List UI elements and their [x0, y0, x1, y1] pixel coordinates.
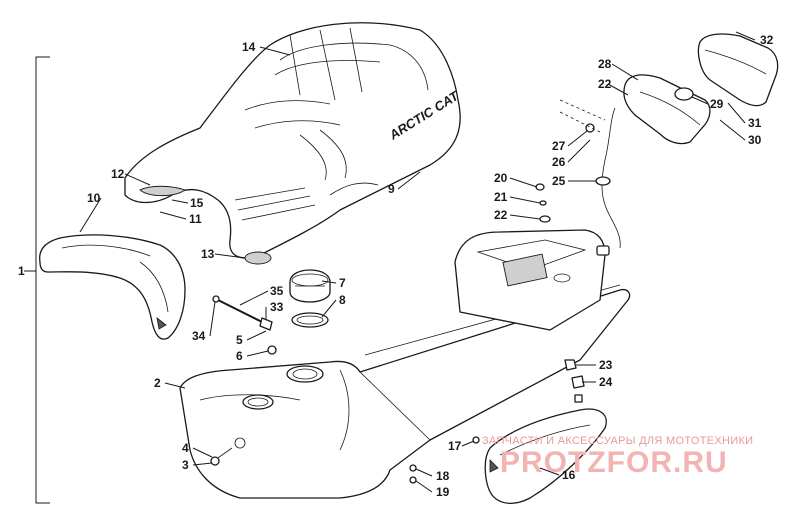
watermark-site: PROTZFOR.RU — [500, 446, 728, 479]
callout-13: 13 — [201, 247, 215, 261]
callout-22a: 22 — [494, 208, 508, 222]
seat-rear-cover-part — [39, 234, 186, 340]
callout-3: 3 — [182, 458, 189, 472]
assembly-bracket — [24, 56, 50, 504]
callout-26: 26 — [552, 155, 566, 169]
callout-29: 29 — [710, 97, 724, 111]
gasket-part — [291, 312, 329, 328]
hardware-rod-clip — [210, 295, 277, 466]
callout-27: 27 — [552, 139, 566, 153]
storage-box-part — [454, 229, 606, 331]
callout-28: 28 — [598, 57, 612, 71]
callout-22b: 22 — [598, 77, 612, 91]
callout-24: 24 — [599, 375, 613, 389]
callout-33: 33 — [270, 300, 284, 314]
callout-labels: 1 2 3 4 5 6 7 8 9 10 11 12 13 14 15 16 1… — [18, 33, 774, 499]
seat-part: ARCTIC CAT — [124, 22, 462, 265]
callout-23: 23 — [599, 358, 613, 372]
callout-2: 2 — [154, 376, 161, 390]
callout-14: 14 — [242, 40, 256, 54]
callout-35: 35 — [270, 284, 284, 298]
callout-5: 5 — [236, 333, 243, 347]
leader-lines — [79, 31, 756, 493]
callout-15: 15 — [190, 196, 204, 210]
callout-4: 4 — [182, 441, 189, 455]
callout-12: 12 — [111, 167, 125, 181]
taillight-assembly-part — [559, 33, 779, 256]
gas-cap-part — [289, 269, 331, 303]
callout-34: 34 — [192, 329, 206, 343]
callout-6: 6 — [236, 349, 243, 363]
watermark-caption: ЗАПЧАСТИ И АКСЕССУАРЫ ДЛЯ МОТОТЕХНИКИ — [482, 435, 753, 447]
callout-21: 21 — [494, 190, 508, 204]
callout-8: 8 — [339, 293, 346, 307]
callout-25: 25 — [552, 174, 566, 188]
callout-11: 11 — [189, 212, 202, 226]
callout-20: 20 — [494, 171, 508, 185]
gas-tank-part — [179, 284, 631, 499]
callout-19: 19 — [436, 485, 450, 499]
callout-1: 1 — [18, 264, 25, 278]
callout-30: 30 — [748, 133, 762, 147]
callout-17: 17 — [448, 439, 462, 453]
callout-10: 10 — [87, 191, 101, 205]
callout-16: 16 — [562, 468, 576, 482]
callout-7: 7 — [339, 276, 346, 290]
callout-9: 9 — [388, 182, 395, 196]
callout-18: 18 — [436, 469, 450, 483]
side-bracket-part — [409, 359, 607, 504]
callout-31: 31 — [748, 116, 762, 130]
callout-32: 32 — [760, 33, 774, 47]
watermark: ЗАПЧАСТИ И АКСЕССУАРЫ ДЛЯ МОТОТЕХНИКИ PR… — [482, 435, 753, 479]
